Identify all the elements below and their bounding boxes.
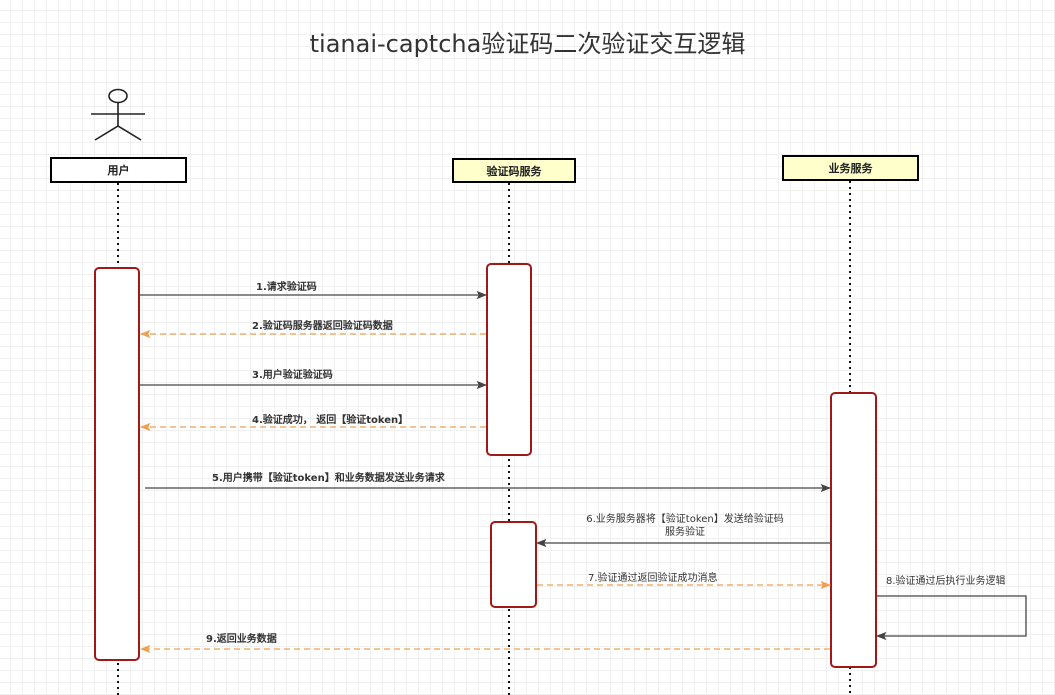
participant-business-service[interactable]: 业务服务 xyxy=(782,155,919,181)
message-label-6: 6.业务服务器将【验证token】发送给验证码服务验证 xyxy=(586,514,784,538)
participant-captcha-service[interactable]: 验证码服务 xyxy=(452,158,576,183)
message-label-2: 2.验证码服务器返回验证码数据 xyxy=(252,321,393,332)
activation-captcha-2[interactable] xyxy=(490,521,537,608)
activation-biz[interactable] xyxy=(830,392,877,668)
participant-business-service-label: 业务服务 xyxy=(828,162,873,175)
message-label-8: 8.验证通过后执行业务逻辑 xyxy=(886,576,1006,587)
diagram-title: tianai-captcha验证码二次验证交互逻辑 xyxy=(309,30,746,58)
message-label-4: 4.验证成功， 返回【验证token】 xyxy=(252,415,409,426)
message-label-1: 1.请求验证码 xyxy=(256,282,317,293)
actor-stick-figure-icon xyxy=(91,88,145,141)
activation-captcha-1[interactable] xyxy=(486,263,532,456)
message-label-9: 9.返回业务数据 xyxy=(206,634,277,645)
activation-user[interactable] xyxy=(94,267,140,661)
message-arrow-8[interactable] xyxy=(875,595,1027,641)
participant-captcha-service-label: 验证码服务 xyxy=(486,164,542,178)
message-label-3: 3.用户验证验证码 xyxy=(252,370,333,381)
participant-user-label: 用户 xyxy=(107,164,130,177)
message-label-5: 5.用户携带【验证token】和业务数据发送业务请求 xyxy=(212,473,445,484)
message-label-7: 7.验证通过返回验证成功消息 xyxy=(588,573,718,584)
participant-user[interactable]: 用户 xyxy=(50,157,187,183)
